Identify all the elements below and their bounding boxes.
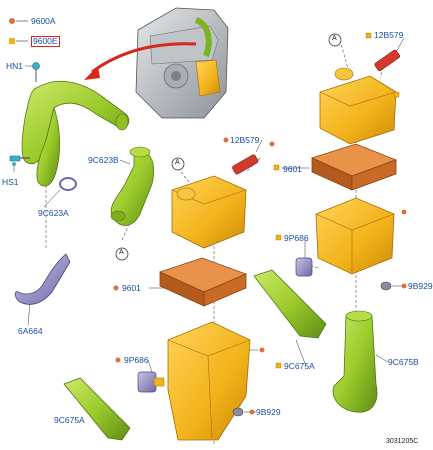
valve-mid	[137, 371, 165, 393]
direction-arrow	[91, 42, 197, 74]
callout-hs1[interactable]: HS1	[2, 177, 19, 187]
hose-6a664	[14, 253, 71, 305]
callout-9c675a-mid[interactable]: 9C675A	[54, 415, 85, 425]
callout-hn1[interactable]: HN1	[6, 61, 24, 71]
callout-9p686-mid[interactable]: 9P686	[124, 355, 149, 365]
reference-a-circles	[115, 33, 342, 261]
callout-9b929-right[interactable]: 9B929	[408, 281, 433, 291]
sensor-right	[374, 49, 401, 72]
duct-mid	[63, 377, 131, 441]
callout-9c623a[interactable]: 9C623A	[38, 208, 69, 218]
callout-9b929-mid[interactable]: 9B929	[256, 407, 281, 417]
valve-right	[295, 257, 313, 277]
duct-9c675b	[332, 310, 378, 413]
air-box-lower-mid	[167, 321, 265, 441]
air-box-cover-mid	[171, 175, 247, 249]
callout-9601-right[interactable]: 9601	[283, 164, 302, 174]
filter-mid	[158, 257, 248, 307]
sensor-mid	[232, 141, 275, 175]
figure-id: 3031205C	[386, 438, 419, 445]
hose-9c623b	[110, 146, 155, 226]
legend-circle-code: 9600A	[31, 16, 56, 26]
callout-9c675a-right[interactable]: 9C675A	[284, 361, 315, 371]
air-box-cover-right	[319, 67, 400, 145]
callout-9c675b[interactable]: 9C675B	[388, 357, 419, 367]
engine-illustration	[135, 7, 229, 119]
ref-a-left: A	[119, 249, 124, 256]
callout-6a664[interactable]: 6A664	[18, 326, 43, 336]
callout-12b579-right[interactable]: 12B579	[374, 30, 404, 40]
grommet-right	[380, 281, 392, 291]
callout-9c623b[interactable]: 9C623B	[88, 155, 119, 165]
callout-9601-mid[interactable]: 9601	[122, 283, 141, 293]
filter-right	[310, 143, 398, 191]
legend-circle-icon	[9, 18, 15, 24]
ref-a-right: A	[332, 35, 337, 42]
intake-duct-left	[9, 62, 130, 187]
circle-markers	[113, 137, 407, 415]
direction-arrow-head	[84, 66, 100, 80]
clamp-ring	[59, 177, 77, 191]
legend-square-icon	[9, 38, 15, 44]
callout-9p686-right[interactable]: 9P686	[284, 233, 309, 243]
legend-square-code[interactable]: 9600E	[31, 36, 60, 47]
grommet-mid	[232, 407, 244, 417]
callout-12b579-mid[interactable]: 12B579	[230, 135, 260, 145]
square-markers	[273, 32, 372, 369]
air-box-lower-right	[315, 197, 407, 275]
ref-a-mid: A	[175, 159, 180, 166]
duct-right	[253, 269, 327, 339]
